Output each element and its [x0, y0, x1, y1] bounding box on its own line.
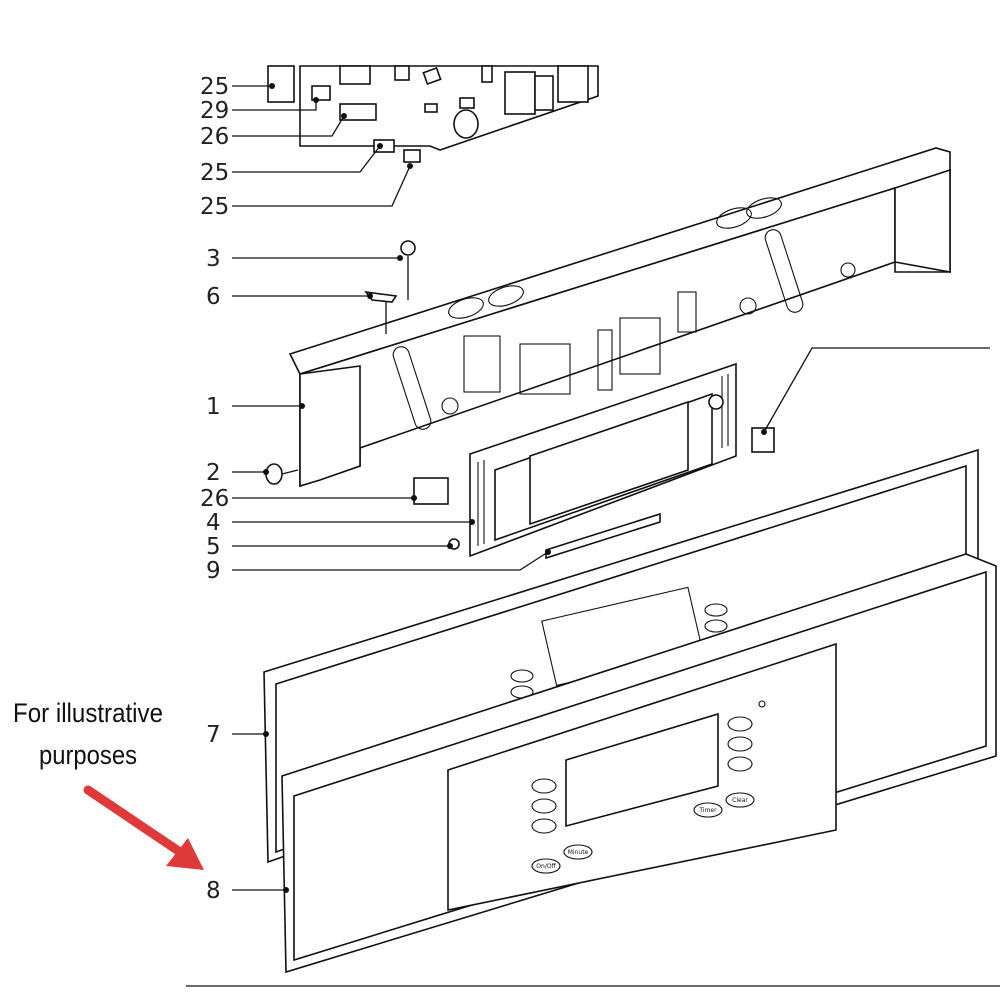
- minute-button[interactable]: Minute: [563, 844, 593, 860]
- control-board: [267, 65, 599, 163]
- timer-button[interactable]: Timer: [693, 802, 723, 818]
- callout-3: 3: [206, 246, 221, 272]
- clear-button[interactable]: Clear: [725, 792, 755, 808]
- illustrative-note: For illustrative purposes: [13, 698, 163, 770]
- callout-25: 25: [200, 194, 229, 220]
- callout-2: 2: [206, 460, 221, 486]
- callout-25: 25: [200, 74, 229, 100]
- callout-5: 5: [206, 534, 221, 560]
- front-panel: On/Off Minute Timer Clear: [281, 553, 997, 974]
- callout-9: 9: [206, 558, 221, 584]
- connector-right: [751, 427, 775, 453]
- svg-text:Timer: Timer: [698, 807, 717, 814]
- onoff-button[interactable]: On/Off: [531, 858, 561, 874]
- svg-text:Minute: Minute: [568, 849, 589, 856]
- callout-26: 26: [200, 124, 229, 150]
- screw-3: [400, 240, 416, 300]
- svg-text:On/Off: On/Off: [536, 863, 556, 870]
- callout-25: 25: [200, 160, 229, 186]
- callout-8: 8: [206, 878, 221, 904]
- control-bracket: [288, 147, 951, 488]
- note-line-1: For illustrative: [13, 698, 163, 728]
- callout-26: 26: [200, 486, 229, 512]
- screw-2: [265, 463, 299, 485]
- arrow-pointer-icon: [83, 785, 204, 870]
- ribbon-connector-26: [413, 477, 449, 505]
- leader-lines: [232, 83, 990, 893]
- svg-text:Clear: Clear: [732, 797, 748, 804]
- callout-6: 6: [206, 284, 221, 310]
- callout-4: 4: [206, 510, 221, 536]
- callout-7: 7: [206, 722, 221, 748]
- callout-1: 1: [206, 394, 221, 420]
- callout-numbers: 25 29 26 25 25 3 6 1 2 26 4 5 9 7 8: [200, 74, 229, 904]
- light-strip-9: [545, 512, 661, 560]
- callout-29: 29: [200, 98, 229, 124]
- display-module: [469, 362, 737, 558]
- note-line-2: purposes: [39, 740, 137, 770]
